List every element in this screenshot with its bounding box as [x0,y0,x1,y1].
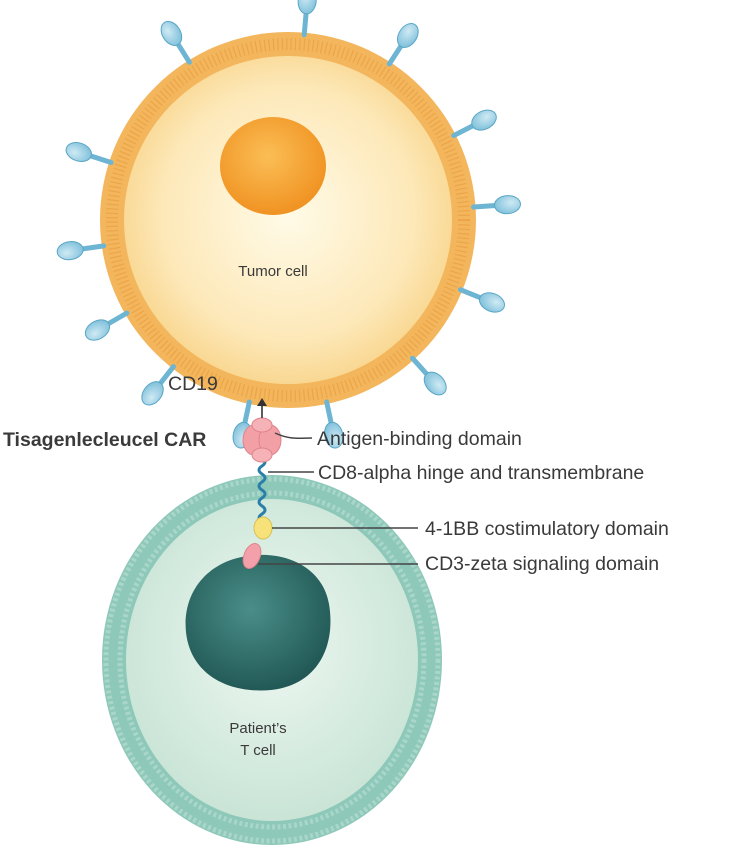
cd19-receptor-head [493,195,521,215]
cd19-receptor-head [141,381,164,406]
cd19-receptor [409,355,447,396]
cd19-receptor-head [471,109,497,131]
cd19-receptor [141,364,176,406]
tumor-cell: Tumor cell [100,32,476,408]
cd19-receptor [56,241,107,261]
cd19-receptor-stem [241,399,252,428]
cd19-receptor-stem [301,8,309,38]
tumor-cell-nucleus [220,117,326,215]
cd19-receptor-stem [85,152,114,166]
tumor-cell-cytoplasm [124,56,452,384]
cd19-receptor [65,142,114,166]
cd19-receptor-head [396,23,419,48]
t-cell-membrane-outer-beads [103,476,441,844]
cd19-receptor-stem [174,39,192,65]
antigen-binding-label: Antigen-binding domain [317,428,522,450]
signaling-label: CD3-zeta signaling domain [425,553,659,575]
cd19-receptor-head [65,142,92,162]
car-antigen-binding-domain [242,417,282,463]
cd19-receptor-stem [103,310,130,328]
car-name-label: Tisagenlecleucel CAR [3,429,206,451]
cd19-receptor-stem [77,243,107,252]
leader-lines [258,432,418,565]
cd19-receptor-head [84,319,111,341]
cd19-receptor [457,287,505,313]
cd19-receptor [451,109,497,139]
cd19-receptor-head [324,421,344,449]
tumor-cell-membrane-pattern [106,38,470,402]
cd19-receptor-stem [409,355,432,379]
cd19-receptor-stem [457,287,486,302]
costimulatory-domain [253,516,273,540]
tumor-cell-label: Tumor cell [238,263,307,280]
cd19-receptor-head [160,20,183,46]
cd19-receptor-head [297,0,317,15]
cd19-receptor [324,399,344,449]
t-cell-label-line1: Patient’s [229,720,286,737]
cd19-receptor-head [478,292,505,313]
cd19-receptor [84,310,130,341]
cd19-receptor-stem [156,364,176,388]
signaling-domain [242,543,262,569]
cd19-receptor-stem [324,399,335,428]
t-cell-label-line2: T cell [240,742,276,759]
cd19-receptor-stem [386,41,405,67]
cd19-receptor-head [423,371,447,396]
cd19-receptor [160,20,192,65]
t-cell-nucleus [185,554,331,691]
cd19-label: CD19 [168,373,218,395]
costim-label: 4-1BB costimulatory domain [425,518,669,540]
hinge-label: CD8-alpha hinge and transmembrane [318,462,644,484]
cd19-receptor-stem [451,122,478,139]
cd19-receptor [386,23,419,67]
cd19-receptor [297,0,317,38]
t-cell: Patient’s T cell [102,475,442,845]
cd19-receptor [471,195,521,215]
leader-antigen-binding [274,432,313,440]
cd19-receptor-head [56,241,84,261]
cd19-receptor-stem [471,202,500,210]
cd19-receptors [56,0,521,449]
t-cell-membrane-inner-beads [117,490,427,830]
binding-arrow-head [257,398,267,406]
car-construct [242,398,282,569]
